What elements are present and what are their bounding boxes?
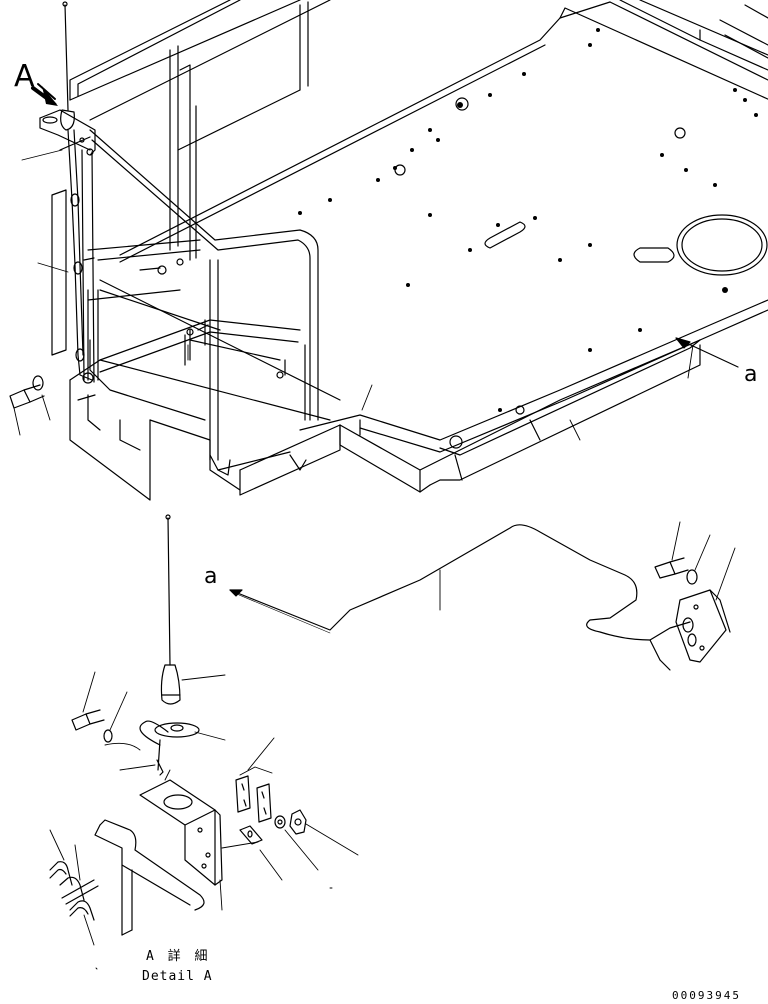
ladder-box: [69, 239, 341, 501]
drawing-number: 00093945: [672, 989, 741, 1002]
antenna-assembly: [39, 1, 96, 384]
radio-unit: [654, 521, 736, 663]
machine-deck: [119, 0, 768, 493]
cable-arrow-deck: [675, 337, 739, 368]
antenna-cable: [229, 524, 691, 671]
wire-end-label-upper: a: [744, 362, 758, 387]
wire-end-label-lower: a: [204, 564, 218, 589]
view-arrow: [31, 83, 58, 106]
view-label-a: A: [14, 59, 35, 94]
leader-lines-upper: [13, 149, 694, 441]
detail-a: [49, 514, 359, 970]
detail-title-en: Detail A: [142, 969, 213, 984]
detail-title-jp: A 詳 細: [146, 949, 211, 964]
bolt-washer-upper: [9, 375, 45, 409]
guardrail: [59, 0, 331, 476]
